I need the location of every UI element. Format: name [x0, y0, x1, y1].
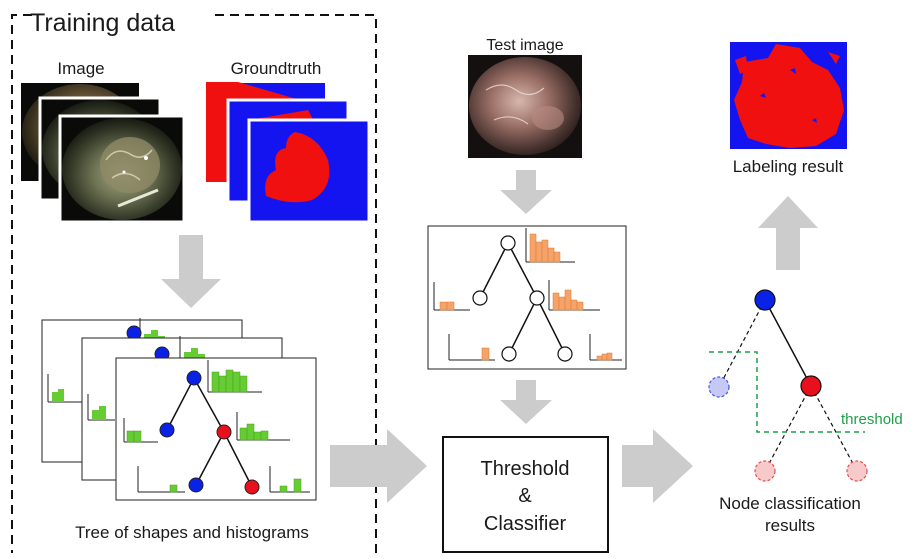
labeling-result-label: Labeling result	[733, 157, 844, 176]
training-title: Training data	[30, 9, 175, 37]
tree-card-front	[115, 357, 317, 501]
training-image-stack	[19, 81, 186, 224]
groundtruth-stack	[205, 81, 371, 224]
test-tree-card	[427, 225, 627, 370]
classifier-line2: &	[518, 485, 532, 507]
arrow-down-to-classifier	[500, 380, 552, 424]
groundtruth-lesion	[265, 132, 330, 203]
test-image	[468, 55, 582, 158]
tree-node-left	[159, 422, 175, 438]
node-classification-label-line1: Node classification	[719, 494, 861, 513]
image-label: Image	[57, 59, 104, 78]
result-tree	[708, 289, 868, 482]
result-node-left	[708, 376, 730, 398]
threshold-label: threshold	[841, 411, 903, 428]
result-node-root	[754, 289, 776, 311]
test-image-label: Test image	[486, 37, 563, 54]
groundtruth-label: Groundtruth	[231, 59, 322, 78]
result-node-leaf-right	[846, 460, 868, 482]
classifier-line3: Classifier	[484, 513, 567, 535]
tree-node-leaf-right	[244, 479, 260, 495]
arrow-down-training	[161, 235, 221, 308]
classifier-line1: Threshold	[481, 458, 570, 480]
threshold-line	[709, 351, 865, 433]
result-node-right	[800, 375, 822, 397]
result-node-leaf-left	[754, 460, 776, 482]
classifier-box	[442, 436, 609, 553]
tree-node-right	[216, 424, 232, 440]
arrow-right-classifier	[622, 429, 693, 503]
arrow-right-training	[330, 429, 427, 503]
training-box	[11, 14, 377, 553]
arrow-up-result	[758, 196, 818, 270]
tree-node-root	[186, 370, 202, 386]
tree-label: Tree of shapes and histograms	[75, 523, 309, 542]
arrow-down-test	[500, 170, 552, 214]
tree-node-leaf-left	[188, 477, 204, 493]
node-classification-label-line2: results	[765, 516, 815, 535]
labeling-result-image	[730, 42, 847, 149]
